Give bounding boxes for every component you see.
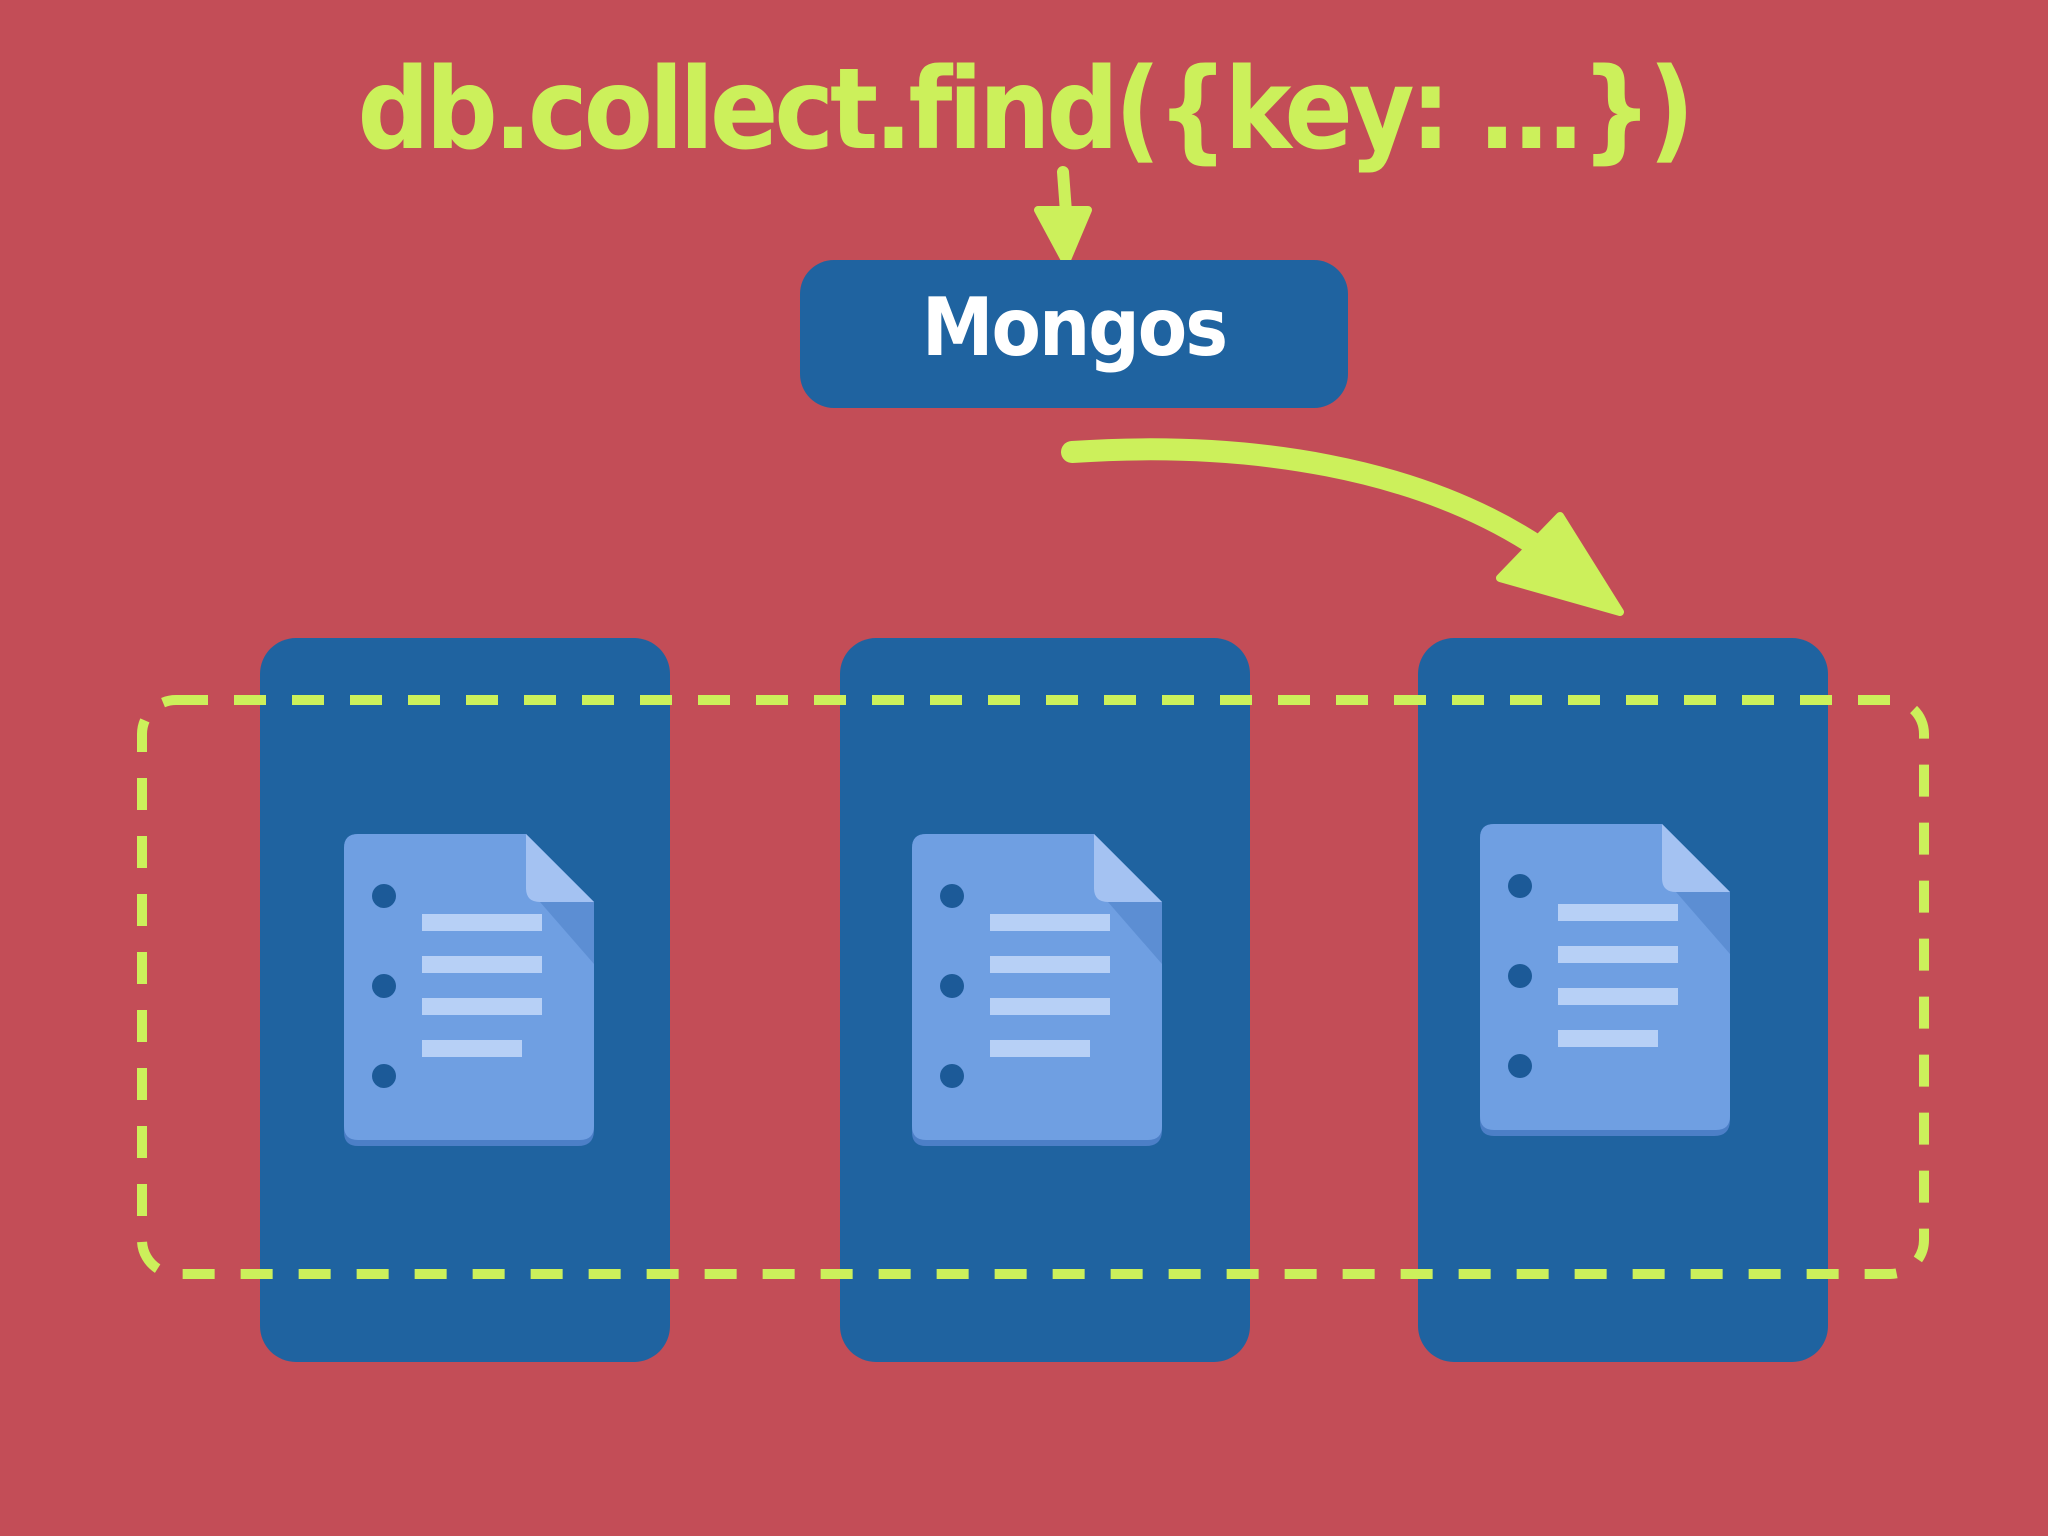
document-icon: [912, 834, 1162, 1146]
mongos-label: Mongos: [921, 281, 1228, 374]
document-icon: [344, 834, 594, 1146]
document-icon: [1480, 824, 1730, 1136]
query-code: db.collect.find({key: ...}): [357, 45, 1694, 175]
mongos-router: Mongos: [800, 260, 1348, 408]
